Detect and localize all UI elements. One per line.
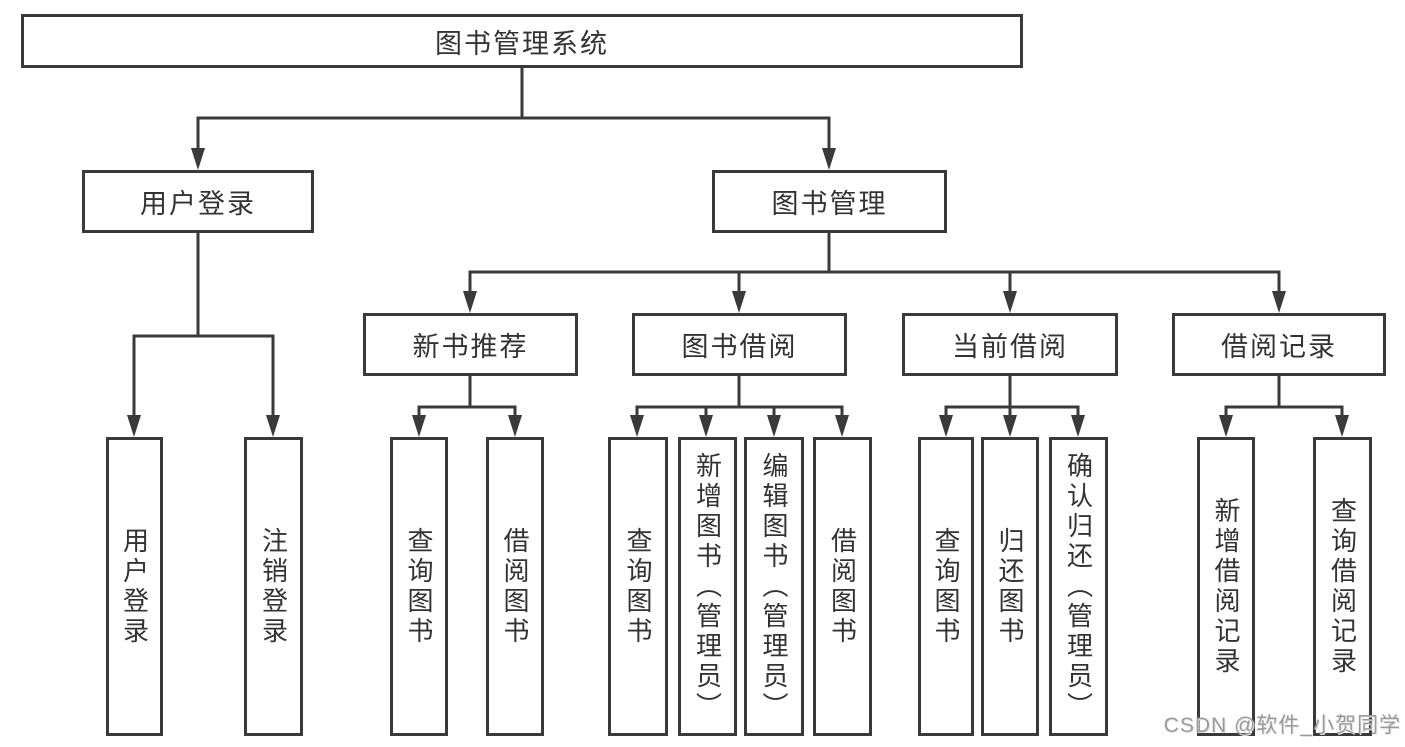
node-book-management-label: 图书管理 bbox=[771, 189, 888, 219]
leaf-label: 查询图书 bbox=[931, 526, 961, 647]
leaf-label: 查询图书 bbox=[404, 526, 434, 647]
node-book-borrow: 图书借阅 bbox=[632, 313, 847, 376]
node-user-login-label: 用户登录 bbox=[140, 189, 256, 219]
leaf-return-books: 归还图书 bbox=[981, 437, 1039, 736]
leaf-label: 用户登录 bbox=[119, 526, 150, 647]
leaf-logout-login: 注销登录 bbox=[244, 437, 303, 736]
leaf-label: 借阅图书 bbox=[500, 526, 530, 647]
node-current-borrow: 当前借阅 bbox=[902, 313, 1118, 376]
node-root: 图书管理系统 bbox=[21, 14, 1023, 68]
leaf-add-books-admin: 新增图书（管理员） bbox=[678, 437, 737, 736]
leaf-borrow-books: 借阅图书 bbox=[813, 437, 872, 736]
leaf-label: 新增图书（管理员） bbox=[692, 451, 723, 722]
leaf-label: 查询图书 bbox=[623, 526, 653, 647]
leaf-label: 编辑图书（管理员） bbox=[759, 451, 789, 722]
node-borrow-records-label: 借阅记录 bbox=[1221, 332, 1337, 362]
node-user-login: 用户登录 bbox=[82, 170, 314, 233]
leaf-label: 查询借阅记录 bbox=[1327, 496, 1358, 677]
leaf-edit-books-admin: 编辑图书（管理员） bbox=[744, 437, 804, 736]
leaf-query-books-borrow: 查询图书 bbox=[608, 437, 668, 736]
leaf-label: 确认归还（管理员） bbox=[1063, 451, 1094, 722]
csdn-watermark: CSDN @软件_小贺同学 bbox=[1163, 714, 1401, 737]
leaf-query-books-current: 查询图书 bbox=[918, 437, 974, 736]
leaf-confirm-return-admin: 确认归还（管理员） bbox=[1049, 437, 1108, 736]
node-book-management: 图书管理 bbox=[712, 170, 947, 233]
leaf-label: 借阅图书 bbox=[827, 526, 858, 647]
leaf-borrow-books-recommend: 借阅图书 bbox=[486, 437, 544, 736]
node-current-borrow-label: 当前借阅 bbox=[952, 332, 1068, 362]
node-new-book-recommend: 新书推荐 bbox=[363, 313, 578, 376]
leaf-user-login: 用户登录 bbox=[106, 437, 163, 736]
leaf-label: 新增借阅记录 bbox=[1211, 496, 1241, 677]
node-book-borrow-label: 图书借阅 bbox=[681, 332, 798, 362]
leaf-label: 注销登录 bbox=[258, 526, 289, 647]
leaf-add-borrow-record: 新增借阅记录 bbox=[1197, 437, 1255, 736]
leaf-label: 归还图书 bbox=[995, 526, 1025, 647]
node-borrow-records: 借阅记录 bbox=[1172, 313, 1386, 376]
leaf-query-borrow-record: 查询借阅记录 bbox=[1313, 437, 1372, 736]
node-root-label: 图书管理系统 bbox=[435, 28, 609, 59]
leaf-query-books-recommend: 查询图书 bbox=[390, 437, 448, 736]
node-new-book-recommend-label: 新书推荐 bbox=[412, 332, 529, 362]
